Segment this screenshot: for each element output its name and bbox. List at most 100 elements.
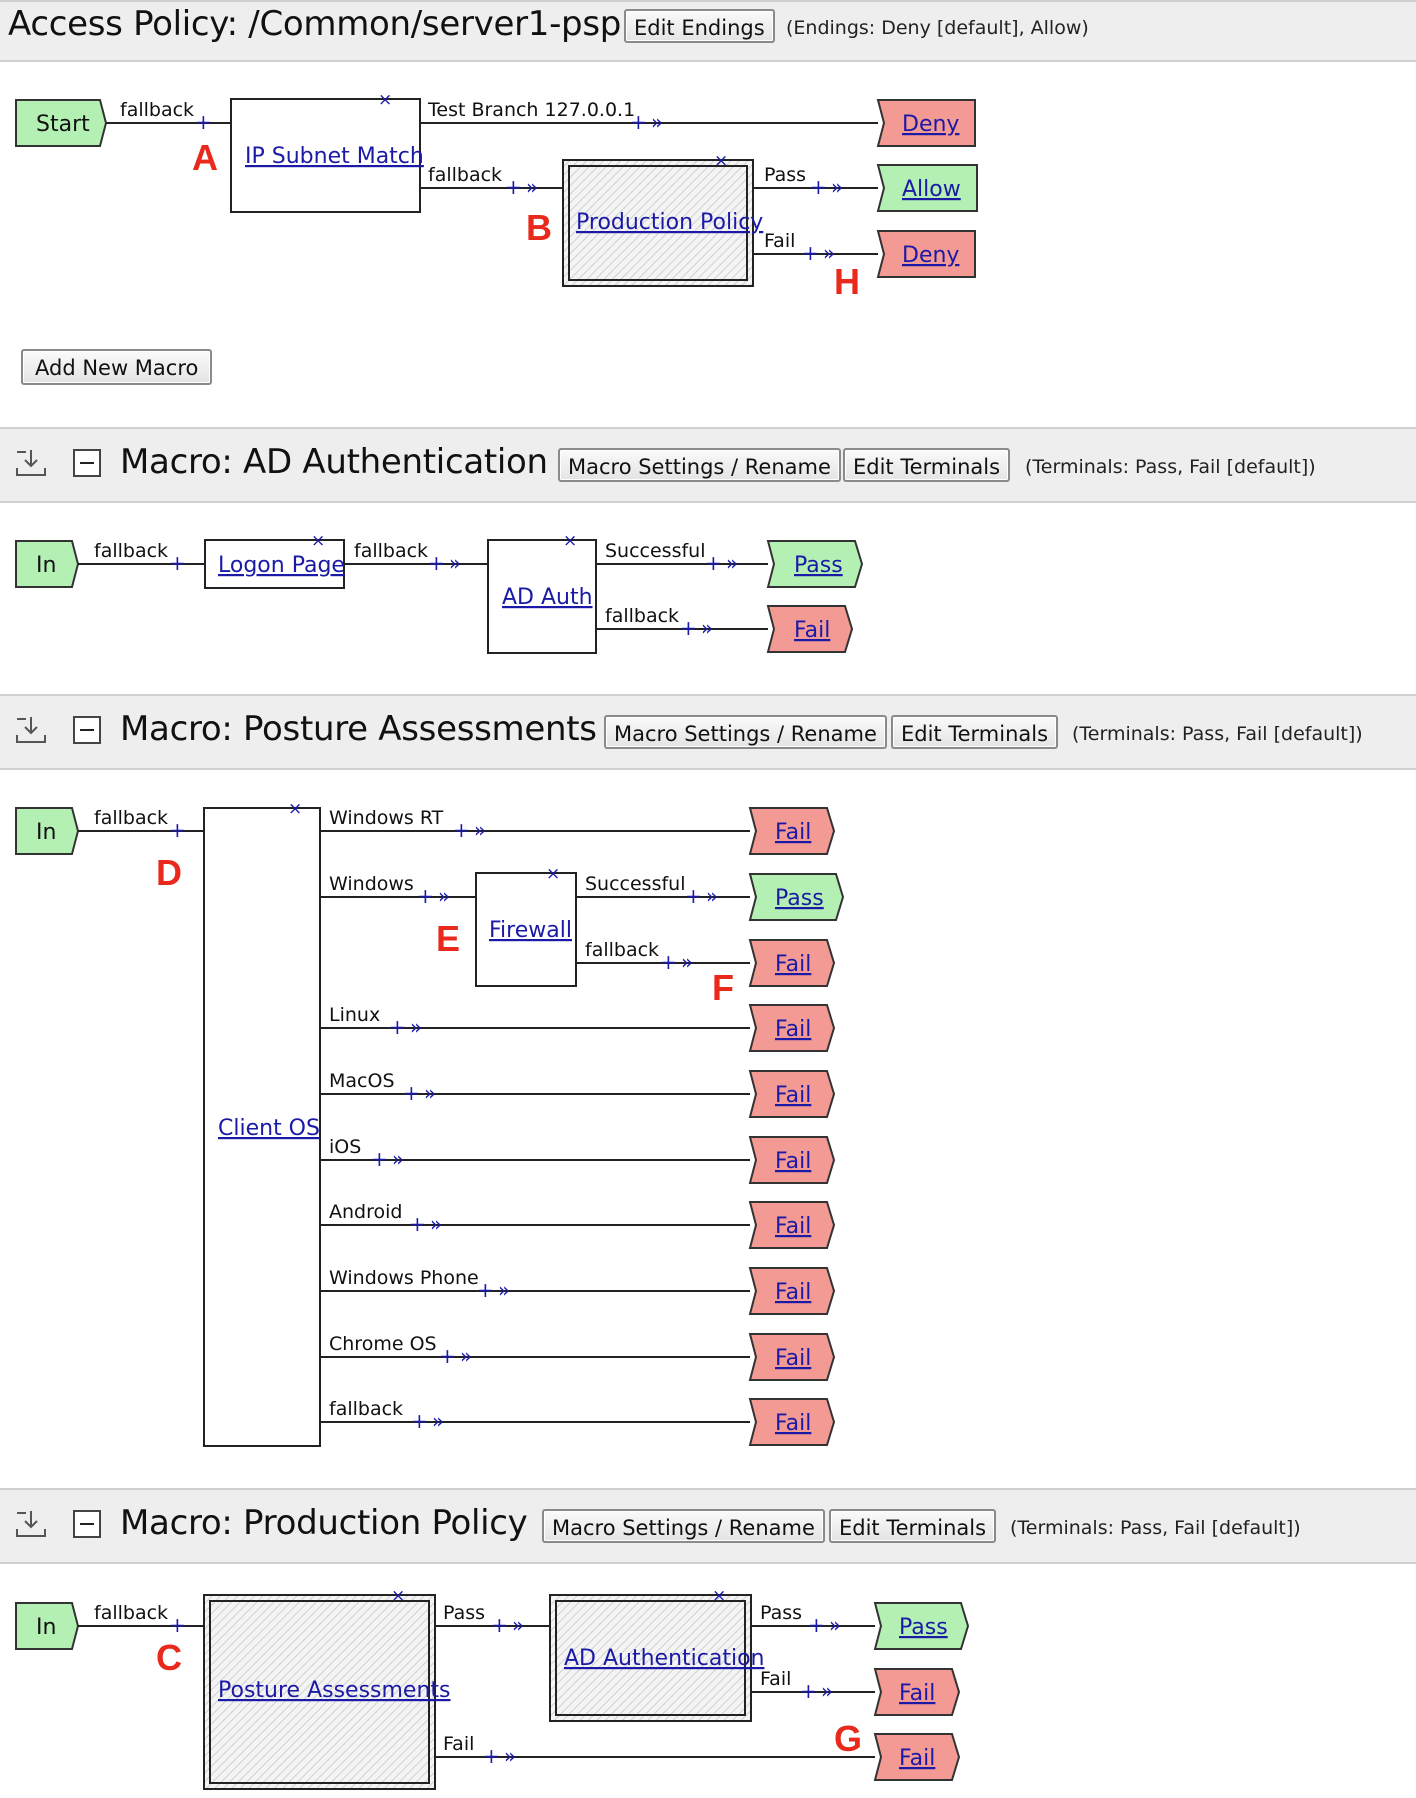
add-item-icon[interactable]: + xyxy=(439,1344,456,1368)
deny-link[interactable]: Deny xyxy=(902,243,959,268)
add-item-icon[interactable]: + xyxy=(505,175,522,199)
add-item-icon[interactable]: + xyxy=(800,1679,817,1703)
pass-terminal[interactable] xyxy=(873,1602,970,1650)
ip-subnet-link[interactable]: IP Subnet Match xyxy=(245,144,424,169)
fail-link[interactable]: Fail xyxy=(794,618,830,643)
logon-page-link[interactable]: Logon Page xyxy=(218,553,345,578)
export-icon[interactable] xyxy=(14,448,48,478)
fail-terminal[interactable] xyxy=(873,1733,961,1781)
add-item-icon[interactable]: + xyxy=(453,818,470,842)
pass-terminal[interactable] xyxy=(766,540,864,588)
add-item-icon[interactable]: + xyxy=(705,551,722,575)
collapse-icon[interactable] xyxy=(73,716,101,744)
close-icon[interactable]: × xyxy=(563,531,577,551)
collapse-icon[interactable] xyxy=(73,449,101,477)
fail-terminal[interactable] xyxy=(748,807,836,855)
close-icon[interactable]: × xyxy=(712,1586,726,1606)
client-os-node[interactable] xyxy=(203,807,321,1447)
add-item-icon[interactable]: + xyxy=(685,884,702,908)
edit-terminals-button[interactable]: Edit Terminals xyxy=(829,1509,997,1543)
edit-terminals-button[interactable]: Edit Terminals xyxy=(843,448,1011,482)
ip-subnet-node[interactable] xyxy=(230,98,421,213)
fail-terminal[interactable] xyxy=(748,1004,836,1052)
fail-link[interactable]: Fail xyxy=(775,1280,811,1305)
add-item-icon[interactable]: + xyxy=(169,818,186,842)
add-item-icon[interactable]: + xyxy=(411,1409,428,1433)
client-os-link[interactable]: Client OS xyxy=(218,1116,320,1141)
fail-terminal[interactable] xyxy=(748,1398,836,1446)
fail-terminal[interactable] xyxy=(766,605,854,653)
allow-ending[interactable] xyxy=(876,164,978,212)
add-item-icon[interactable]: + xyxy=(417,884,434,908)
add-item-icon[interactable]: + xyxy=(483,1744,500,1768)
posture-assessments-node[interactable] xyxy=(203,1594,436,1790)
edit-terminals-button[interactable]: Edit Terminals xyxy=(891,715,1059,749)
add-item-icon[interactable]: + xyxy=(195,110,212,134)
add-item-icon[interactable]: + xyxy=(371,1147,388,1171)
fail-terminal[interactable] xyxy=(748,1070,836,1118)
fail-link[interactable]: Fail xyxy=(899,1681,935,1706)
production-policy-link[interactable]: Production Policy xyxy=(576,210,763,235)
add-item-icon[interactable]: + xyxy=(802,241,819,265)
macro-settings-button[interactable]: Macro Settings / Rename xyxy=(542,1509,825,1543)
allow-link[interactable]: Allow xyxy=(902,177,961,202)
fail-terminal[interactable] xyxy=(873,1668,961,1716)
close-icon[interactable]: × xyxy=(714,151,728,171)
add-item-icon[interactable]: + xyxy=(409,1212,426,1236)
fail-terminal[interactable] xyxy=(748,1333,836,1381)
ad-auth-link[interactable]: AD Auth xyxy=(502,585,593,610)
pass-link[interactable]: Pass xyxy=(899,1615,948,1640)
pass-terminal[interactable] xyxy=(748,873,845,921)
fail-terminal[interactable] xyxy=(748,1201,836,1249)
add-item-icon[interactable]: + xyxy=(403,1081,420,1105)
close-icon[interactable]: × xyxy=(391,1586,405,1606)
deny-ending[interactable] xyxy=(876,99,976,147)
ad-authentication-node[interactable] xyxy=(549,1594,752,1722)
add-new-macro-button[interactable]: Add New Macro xyxy=(21,349,213,385)
firewall-node[interactable] xyxy=(475,872,577,987)
add-item-icon[interactable]: + xyxy=(808,1613,825,1637)
fail-link[interactable]: Fail xyxy=(775,1083,811,1108)
ad-authentication-link[interactable]: AD Authentication xyxy=(564,1646,764,1671)
fail-link[interactable]: Fail xyxy=(775,1411,811,1436)
deny-link[interactable]: Deny xyxy=(902,112,959,137)
fail-link[interactable]: Fail xyxy=(775,1346,811,1371)
fail-link[interactable]: Fail xyxy=(775,820,811,845)
edit-endings-button[interactable]: Edit Endings xyxy=(624,9,775,43)
posture-assessments-link[interactable]: Posture Assessments xyxy=(218,1678,451,1703)
fail-terminal[interactable] xyxy=(748,939,836,987)
fail-link[interactable]: Fail xyxy=(775,952,811,977)
close-icon[interactable]: × xyxy=(311,531,325,551)
firewall-link[interactable]: Firewall xyxy=(489,918,572,943)
export-icon[interactable] xyxy=(14,715,48,745)
production-policy-node[interactable] xyxy=(562,159,754,287)
add-item-icon[interactable]: + xyxy=(630,110,647,134)
collapse-icon[interactable] xyxy=(73,1510,101,1538)
close-icon[interactable]: × xyxy=(288,799,302,819)
add-item-icon[interactable]: + xyxy=(680,616,697,640)
ad-auth-node[interactable] xyxy=(487,539,597,654)
add-item-icon[interactable]: + xyxy=(428,551,445,575)
fail-link[interactable]: Fail xyxy=(775,1149,811,1174)
add-item-icon[interactable]: + xyxy=(389,1015,406,1039)
macro-settings-button[interactable]: Macro Settings / Rename xyxy=(558,448,841,482)
fail-link[interactable]: Fail xyxy=(899,1746,935,1771)
close-icon[interactable]: × xyxy=(546,864,560,884)
os-branch-row: MacOS+»Fail xyxy=(320,1070,836,1118)
fail-link[interactable]: Fail xyxy=(775,1214,811,1239)
add-item-icon[interactable]: + xyxy=(477,1278,494,1302)
pass-link[interactable]: Pass xyxy=(775,886,824,911)
add-item-icon[interactable]: + xyxy=(491,1613,508,1637)
close-icon[interactable]: × xyxy=(378,90,392,110)
fail-terminal[interactable] xyxy=(748,1267,836,1315)
macro-settings-button[interactable]: Macro Settings / Rename xyxy=(604,715,887,749)
pass-link[interactable]: Pass xyxy=(794,553,843,578)
export-icon[interactable] xyxy=(14,1509,48,1539)
add-item-icon[interactable]: + xyxy=(810,175,827,199)
fail-terminal[interactable] xyxy=(748,1136,836,1184)
add-item-icon[interactable]: + xyxy=(169,551,186,575)
deny-ending[interactable] xyxy=(876,230,976,278)
fail-link[interactable]: Fail xyxy=(775,1017,811,1042)
add-item-icon[interactable]: + xyxy=(660,950,677,974)
add-item-icon[interactable]: + xyxy=(169,1613,186,1637)
